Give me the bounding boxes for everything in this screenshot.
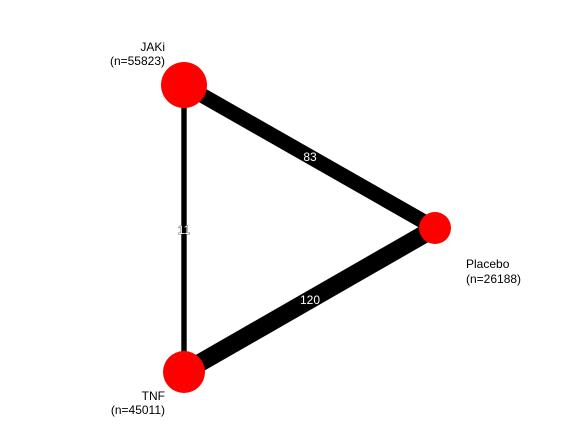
edge-label-jaki-tnf: 11 [178,223,191,237]
edge-label-tnf-placebo: 120 [300,293,320,307]
node-label-jaki-count: (n=55823) [110,54,165,68]
node-label-tnf-name: TNF [142,389,165,403]
node-label-placebo-count: (n=26188) [466,272,521,286]
node-label-placebo-name: Placebo [466,257,510,271]
node-tnf [163,351,205,393]
edge-tnf-placebo [179,220,440,380]
node-placebo [419,212,451,244]
node-jaki [161,62,207,108]
node-label-jaki-name: JAKi [140,40,165,54]
node-label-tnf-count: (n=45011) [111,403,165,417]
edge-label-jaki-placebo: 83 [303,150,317,164]
edge-jaki-placebo [180,78,439,235]
